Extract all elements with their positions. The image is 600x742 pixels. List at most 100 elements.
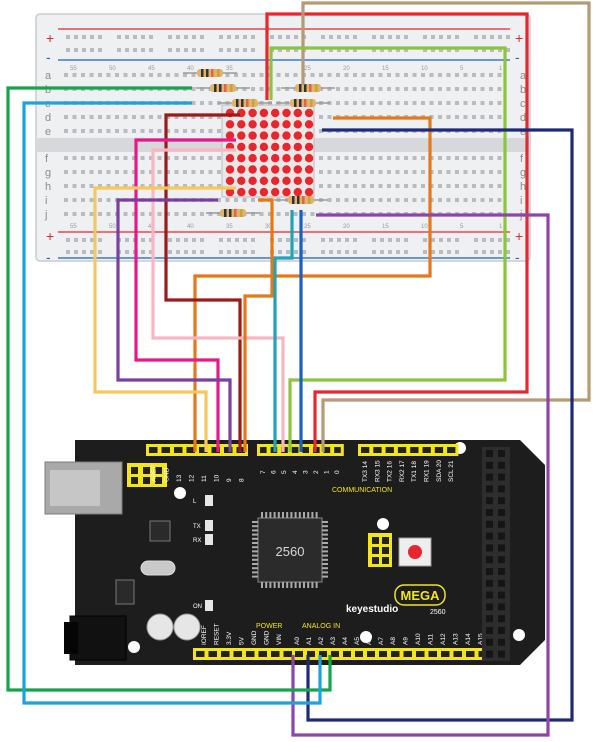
resistor-band (224, 84, 227, 92)
hole (149, 184, 153, 188)
hole (72, 184, 77, 188)
header-pin (385, 447, 394, 453)
header-pin (199, 447, 208, 453)
hole (166, 115, 170, 119)
rail-hole (90, 250, 94, 254)
mcu-pin (322, 542, 328, 544)
rail-hole (321, 250, 325, 254)
board-led (205, 520, 213, 531)
header-pin (224, 447, 233, 453)
hole (353, 156, 357, 160)
hole (285, 73, 289, 77)
hole (234, 73, 238, 77)
resistors (183, 69, 335, 217)
power-jack (69, 615, 127, 661)
header-strip (146, 444, 248, 456)
header-pin (186, 447, 195, 453)
mcu-pin (252, 563, 258, 565)
darkred-wire (164, 113, 242, 452)
hole (395, 156, 400, 160)
rail-hole (337, 250, 341, 254)
hole (344, 101, 349, 105)
double-header-pin (498, 532, 505, 540)
header-pin (397, 447, 407, 453)
hole (251, 87, 255, 91)
rail-hole (270, 35, 274, 39)
rail-hole (447, 48, 451, 52)
hole (140, 184, 145, 188)
pin-label: 3 (302, 470, 309, 474)
header-pin (258, 651, 267, 657)
rail-hole (149, 238, 153, 242)
rail-hole (431, 250, 435, 254)
matrix-led (271, 131, 280, 140)
rail-hole (431, 35, 435, 39)
header-pin (355, 651, 363, 657)
matrix-led (271, 187, 280, 197)
rail-hole (321, 238, 325, 242)
hole (81, 170, 85, 174)
hole (361, 170, 366, 174)
matrix-led (248, 131, 257, 140)
hole (395, 170, 400, 174)
hole (455, 101, 459, 105)
rail-hole (396, 35, 400, 39)
hole (115, 170, 119, 174)
column-number: 5 (460, 66, 464, 72)
mcu-pin (265, 512, 268, 518)
hole (217, 129, 221, 133)
hole (132, 73, 136, 77)
header-pin (453, 651, 462, 657)
hole (234, 198, 238, 202)
mcu-pin (322, 554, 328, 557)
mcu-pin (311, 582, 314, 588)
mcu-pin (322, 525, 328, 528)
rail-hole (90, 35, 94, 39)
hole (421, 73, 425, 77)
rail-hole (125, 48, 129, 52)
pin-label: TX3 14 (362, 461, 369, 482)
hole (276, 212, 281, 216)
column-number: 15 (382, 224, 389, 230)
column-number: 35 (226, 66, 233, 72)
hole (455, 87, 459, 91)
hole (421, 87, 425, 91)
hole (395, 101, 400, 105)
mcu-pin (261, 512, 263, 518)
hole (497, 101, 502, 105)
pin-label: 2 (313, 470, 320, 474)
pin-label: 6 (271, 470, 278, 474)
pin-label: A11 (428, 634, 435, 645)
label-analog-in: ANALOG IN (302, 623, 340, 630)
matrix-led (282, 120, 291, 129)
mcu-pin (282, 512, 284, 518)
mount-hole-l (174, 487, 186, 499)
rail-hole (482, 250, 486, 254)
mcu-pin (277, 512, 280, 518)
resistor-band (211, 69, 214, 77)
hole (81, 156, 85, 160)
mcu-pin (265, 582, 268, 588)
rail-hole (168, 238, 172, 242)
pin-label: A2 (318, 637, 325, 645)
hole (132, 170, 136, 174)
hole (64, 129, 68, 133)
hole (463, 184, 468, 188)
model-number: 2560 (430, 609, 446, 616)
rail-hole (337, 35, 341, 39)
column-number: 55 (70, 66, 77, 72)
header-pin (295, 651, 303, 657)
rail-hole (302, 250, 306, 254)
header-pin (331, 651, 339, 657)
header-strip (358, 444, 459, 456)
mcu-pin (252, 567, 258, 570)
hole (166, 184, 170, 188)
double-header-pin (486, 579, 493, 587)
board-led-label: TX (193, 524, 201, 530)
hole (344, 87, 349, 91)
double-header-pin (498, 450, 505, 457)
usb-port-inner (50, 470, 100, 506)
